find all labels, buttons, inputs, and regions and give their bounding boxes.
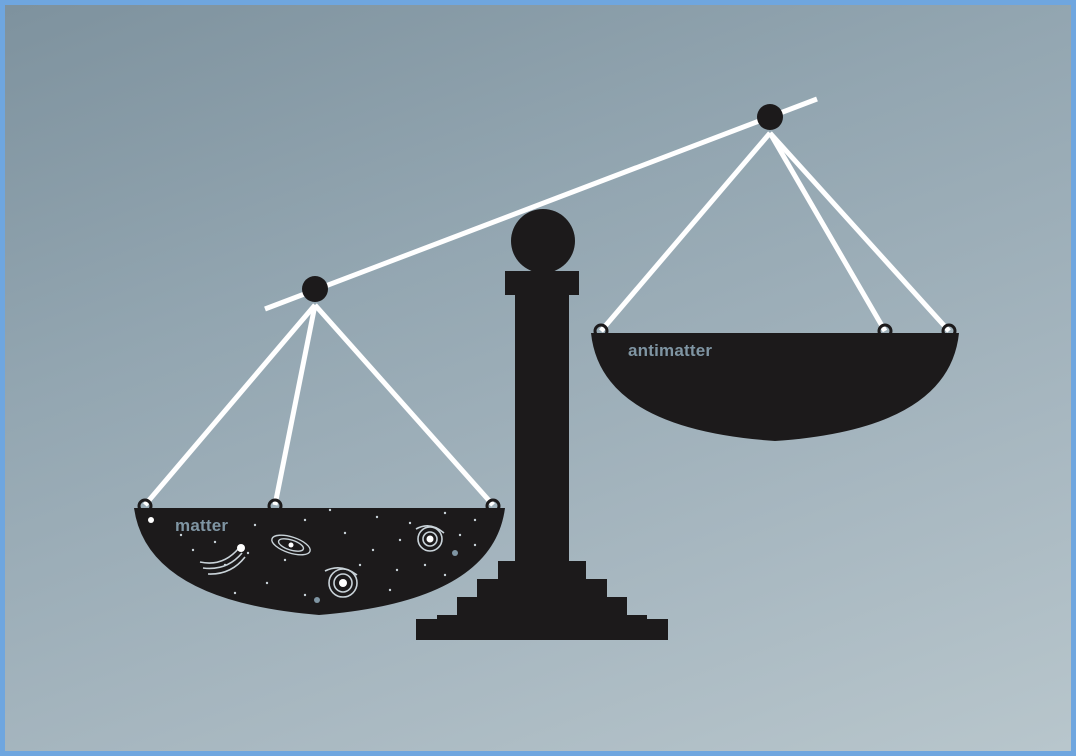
left-pan-strings xyxy=(145,305,493,505)
balance-scale-illustration xyxy=(5,5,1071,751)
antimatter-label: antimatter xyxy=(628,341,712,361)
illustration-frame: matter antimatter xyxy=(5,5,1071,751)
right-pivot xyxy=(757,104,783,130)
matter-label: matter xyxy=(175,516,228,536)
left-pivot xyxy=(302,276,328,302)
